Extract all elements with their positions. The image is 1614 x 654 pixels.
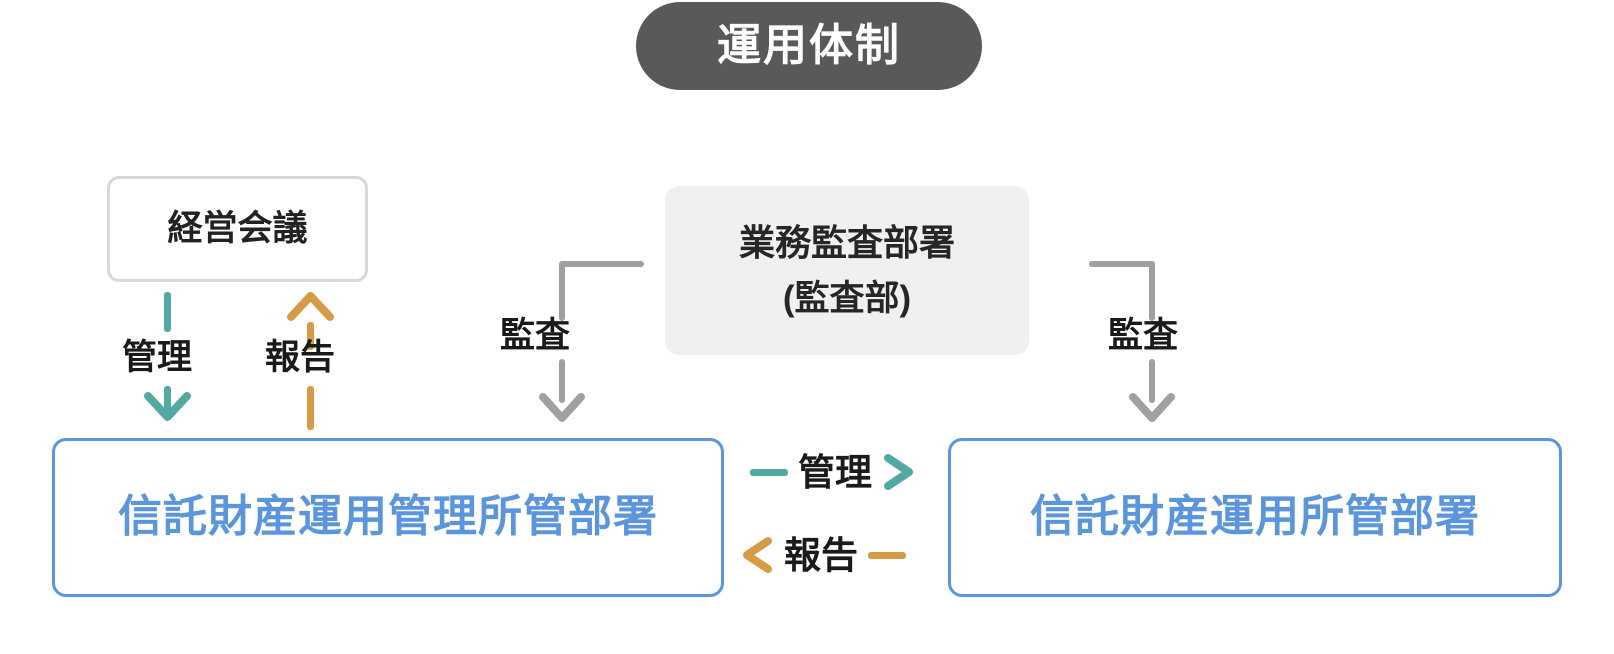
manage-horizontal-arrow-head [884,454,913,490]
report-arrow-stem-lower [307,386,314,430]
node-executive-meeting: 経営会議 [107,176,368,282]
manage-horizontal-label: 管理 [798,451,872,493]
manage-horizontal-arrow: 管理 [750,452,916,492]
audit-right-arrow-head [1129,393,1175,422]
manage-horizontal-dash [750,468,788,476]
page-title: 運用体制 [717,21,901,70]
diagram-title-pill: 運用体制 [636,2,982,90]
report-horizontal-arrow: 報告 [740,535,906,575]
report-arrow-stem-upper [307,322,314,350]
node-trust-operations-department: 信託財産運用所管部署 [948,438,1562,597]
manage-arrow-label: 管理 [122,338,193,377]
node-executive-meeting-label: 経営会議 [167,208,308,248]
manage-arrow-stem-upper [164,292,171,332]
report-horizontal-label: 報告 [784,534,858,576]
audit-right-arrow-label: 監査 [1108,316,1179,355]
audit-left-connector-upper [559,261,644,321]
manage-arrow-stem-lower [164,386,171,416]
audit-left-arrow-head [539,393,585,422]
audit-right-connector-upper [1089,261,1155,321]
node-audit-department: 業務監査部署 (監査部) [665,186,1029,355]
report-horizontal-arrow-head [743,537,772,573]
report-arrow-head [287,292,334,321]
node-trust-operations-department-label: 信託財産運用所管部署 [1030,492,1480,542]
node-audit-department-label-line1: 業務監査部署 [738,222,955,263]
report-horizontal-dash [868,551,906,559]
audit-left-arrow-label: 監査 [500,316,571,355]
node-trust-management-department-label: 信託財産運用管理所管部署 [118,492,658,542]
report-arrow-label: 報告 [265,338,336,377]
node-audit-department-label-line2: (監査部) [782,279,912,318]
node-trust-management-department: 信託財産運用管理所管部署 [52,438,724,597]
